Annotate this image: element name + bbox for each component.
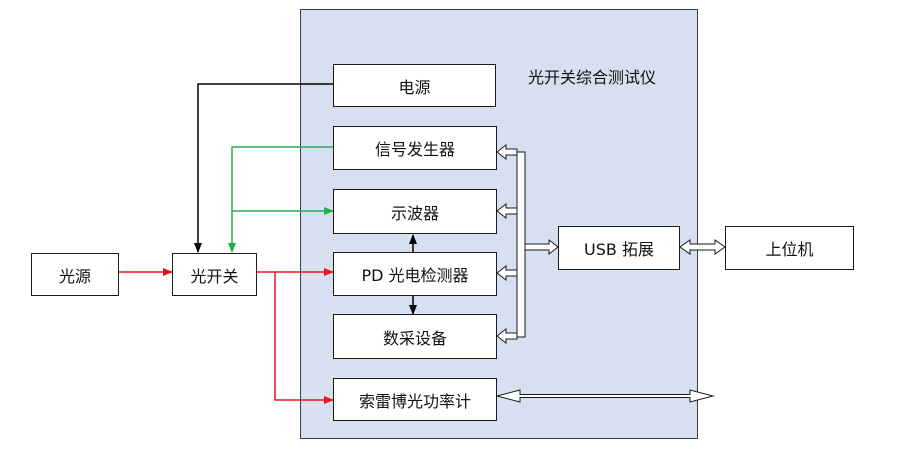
signal-generator-box: 信号发生器 [333, 126, 497, 170]
link-power-to-switch [194, 83, 333, 253]
signal-generator-label: 信号发生器 [374, 140, 455, 159]
panel-title: 光开关综合测试仪 [528, 68, 657, 87]
pd-detector-box: PD 光电检测器 [333, 252, 497, 296]
link-powermeter-to-right [495, 389, 715, 403]
bus-arrow-oscilloscope [496, 202, 518, 220]
host-computer-box: 上位机 [725, 226, 854, 270]
usb-hub-box: USB 拓展 [558, 226, 680, 270]
bus-arrow-signal [496, 143, 518, 161]
link-signal-to-switch [228, 146, 333, 253]
link-switch-to-powermeter [274, 272, 334, 404]
power-supply-label: 电源 [398, 77, 431, 97]
bus-arrow-daq [496, 327, 518, 345]
host-computer-label: 上位机 [765, 240, 814, 259]
light-source-box: 光源 [31, 253, 119, 296]
bus-vertical [516, 151, 526, 338]
oscilloscope-box: 示波器 [333, 189, 497, 234]
power-supply-box: 电源 [333, 64, 496, 107]
power-meter-box: 索雷博光功率计 [333, 378, 497, 421]
optical-switch-box: 光开关 [172, 253, 257, 296]
bus-arrow-pd [496, 264, 518, 282]
bus-arrow-usb [524, 238, 559, 256]
oscilloscope-label: 示波器 [390, 203, 439, 223]
data-acquisition-box: 数采设备 [333, 314, 497, 359]
data-acquisition-label: 数采设备 [382, 328, 447, 348]
power-meter-label: 索雷博光功率计 [358, 391, 471, 411]
optical-switch-label: 光开关 [190, 266, 239, 286]
usb-bus [496, 143, 559, 345]
usb-hub-label: USB 拓展 [584, 240, 654, 259]
light-source-label: 光源 [58, 266, 91, 286]
link-usb-to-host [679, 239, 726, 255]
pd-detector-label: PD 光电检测器 [361, 266, 469, 285]
